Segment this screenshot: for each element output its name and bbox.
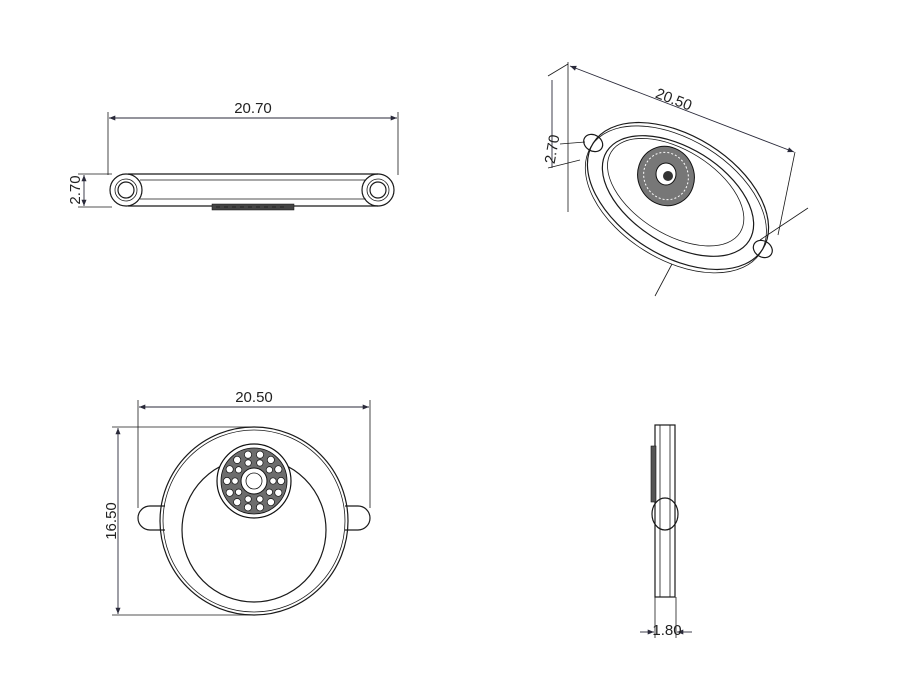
pave-stone [244, 503, 252, 512]
bar-outline [128, 173, 378, 207]
pave-stone [235, 466, 243, 474]
side-loop [651, 497, 679, 531]
pave-stone [233, 455, 242, 464]
pave-stone [265, 466, 273, 474]
side-view: 1.80 [640, 424, 692, 639]
iso-pave-disc [637, 145, 695, 207]
front-view: 20.50 16.50 [103, 389, 371, 616]
side-body [654, 424, 676, 598]
pave-stone [244, 450, 252, 459]
pave-stone [225, 465, 234, 474]
iso-width-label: 20.50 [653, 85, 694, 114]
pave-stone [223, 477, 231, 485]
pave-stone [225, 488, 234, 497]
pave-stone [244, 495, 252, 503]
iso-width-dimension [569, 65, 795, 153]
iso-right-loop [752, 239, 773, 259]
pave-stone [266, 455, 275, 464]
front-pave-disc [216, 443, 292, 519]
pave-stone [265, 488, 273, 496]
front-width-label: 20.50 [235, 389, 273, 406]
pave-stone [256, 459, 264, 467]
pave-stone [235, 488, 243, 496]
front-height-label: 16.50 [103, 502, 120, 540]
pave-stone [277, 477, 285, 485]
left-loop [109, 173, 143, 207]
pave-stone [256, 495, 264, 503]
pave-stone [256, 450, 264, 459]
side-depth-label: 1.80 [652, 622, 681, 639]
pave-stone [256, 503, 264, 512]
iso-view: 20.50 2.70 [542, 62, 809, 297]
pave-stone [269, 477, 277, 485]
pave-stone [266, 498, 275, 507]
pave-stone [231, 477, 239, 485]
pave-row [211, 203, 295, 211]
pave-stone [244, 459, 252, 467]
pave-stone [274, 488, 283, 497]
front-left-loop [137, 505, 165, 531]
side-pave [650, 445, 657, 503]
right-loop [361, 173, 395, 207]
top-width-label: 20.70 [234, 100, 272, 117]
pave-stone [274, 465, 283, 474]
top-height-label: 2.70 [67, 175, 84, 204]
iso-height-label: 2.70 [542, 133, 564, 165]
top-view: 20.70 2.70 [67, 100, 399, 211]
front-right-loop [345, 505, 371, 531]
pave-stone [233, 498, 242, 507]
